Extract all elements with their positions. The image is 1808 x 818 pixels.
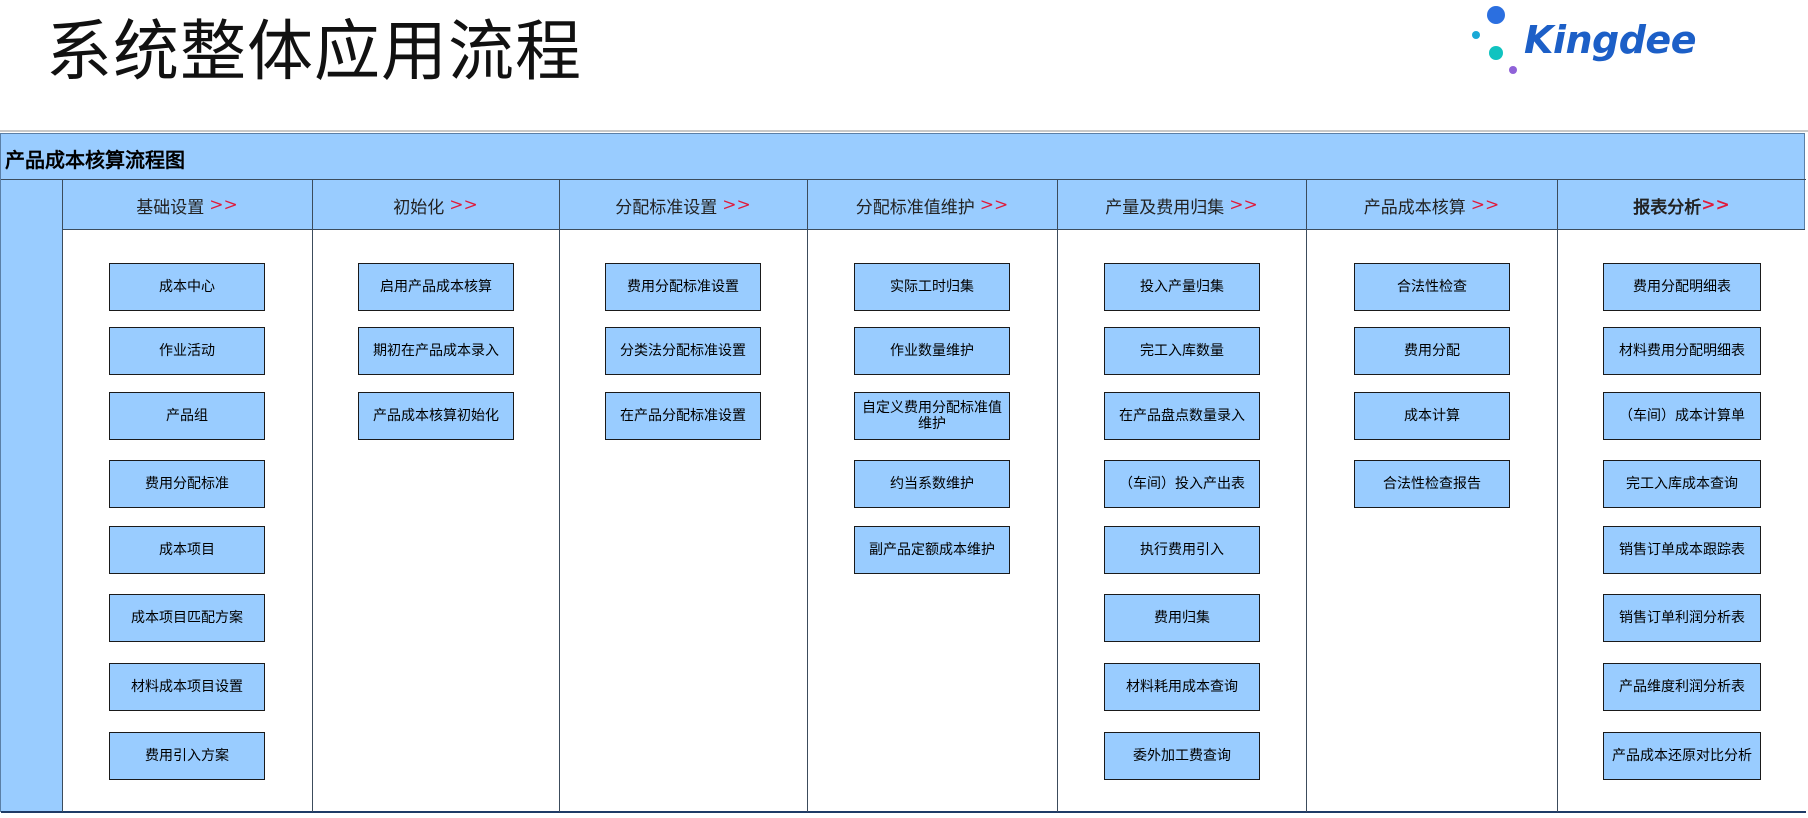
logo-dot-icon	[1487, 6, 1505, 24]
process-step-box: 费用归集	[1104, 594, 1260, 642]
process-step-box: 销售订单利润分析表	[1603, 594, 1761, 642]
process-step-box: 产品组	[109, 392, 265, 440]
column-header: 初始化>>	[312, 180, 559, 230]
arrow-marker: >>	[1229, 195, 1258, 215]
process-step-box: 实际工时归集	[854, 263, 1010, 311]
column-header-label: 分配标准设置	[615, 197, 718, 218]
column-header-label: 基础设置	[136, 197, 205, 218]
arrow-marker: >>	[722, 195, 751, 215]
column-header-label: 产品成本核算	[1363, 197, 1466, 218]
process-step-box: 产品成本核算初始化	[358, 392, 514, 440]
process-step-box: 合法性检查报告	[1354, 460, 1510, 508]
process-step-box: 费用分配标准设置	[605, 263, 761, 311]
column-header-label: 初始化	[393, 197, 445, 218]
arrow-marker: >>	[1701, 195, 1730, 215]
arrow-marker: >>	[449, 195, 478, 215]
process-step-box: 作业数量维护	[854, 327, 1010, 375]
process-step-box: 期初在产品成本录入	[358, 327, 514, 375]
logo-dot-icon	[1489, 46, 1503, 60]
process-step-box: 完工入库成本查询	[1603, 460, 1761, 508]
kingdee-logo: Kingdee	[1466, 4, 1696, 80]
column-divider	[312, 180, 313, 812]
column-divider	[1057, 180, 1058, 812]
process-step-box: 在产品盘点数量录入	[1104, 392, 1260, 440]
process-step-box: 材料耗用成本查询	[1104, 663, 1260, 711]
arrow-marker: >>	[209, 195, 238, 215]
process-step-box: 成本项目	[109, 526, 265, 574]
process-step-box: 销售订单成本跟踪表	[1603, 526, 1761, 574]
process-step-box: 分类法分配标准设置	[605, 327, 761, 375]
process-step-box: 执行费用引入	[1104, 526, 1260, 574]
flowchart: 产品成本核算流程图 基础设置>>成本中心作业活动产品组费用分配标准成本项目成本项…	[0, 133, 1806, 813]
flowchart-bottom-border	[1, 811, 1806, 813]
process-step-box: 材料费用分配明细表	[1603, 327, 1761, 375]
column-header: 分配标准设置>>	[559, 180, 807, 230]
process-step-box: 费用引入方案	[109, 732, 265, 780]
process-step-box: （车间）成本计算单	[1603, 392, 1761, 440]
flowchart-body	[62, 230, 1805, 812]
process-step-box: 合法性检查	[1354, 263, 1510, 311]
title-separator	[1, 179, 1806, 180]
column-divider	[1306, 180, 1307, 812]
column-header-label: 分配标准值维护	[855, 197, 975, 218]
process-step-box: 费用分配	[1354, 327, 1510, 375]
process-step-box: 投入产量归集	[1104, 263, 1260, 311]
process-step-box: 成本计算	[1354, 392, 1510, 440]
process-step-box: 费用分配标准	[109, 460, 265, 508]
column-header: 产品成本核算>>	[1306, 180, 1557, 230]
process-step-box: 材料成本项目设置	[109, 663, 265, 711]
process-step-box: 副产品定额成本维护	[854, 526, 1010, 574]
process-step-box: 自定义费用分配标准值维护	[854, 392, 1010, 440]
slide-title: 系统整体应用流程	[46, 13, 582, 90]
logo-dot-icon	[1472, 31, 1480, 39]
column-header: 产量及费用归集>>	[1057, 180, 1306, 230]
process-step-box: （车间）投入产出表	[1104, 460, 1260, 508]
process-step-box: 在产品分配标准设置	[605, 392, 761, 440]
process-step-box: 委外加工费查询	[1104, 732, 1260, 780]
arrow-marker: >>	[979, 195, 1009, 215]
column-header: 报表分析>>	[1557, 180, 1806, 230]
header-separator	[62, 229, 1805, 230]
column-header: 分配标准值维护>>	[807, 180, 1057, 230]
process-step-box: 作业活动	[109, 327, 265, 375]
process-step-box: 启用产品成本核算	[358, 263, 514, 311]
flowchart-title: 产品成本核算流程图	[5, 148, 185, 172]
column-header-label: 报表分析	[1633, 197, 1702, 218]
column-divider	[62, 180, 63, 812]
process-step-box: 成本项目匹配方案	[109, 594, 265, 642]
column-header: 基础设置>>	[62, 180, 312, 230]
process-step-box: 约当系数维护	[854, 460, 1010, 508]
process-step-box: 成本中心	[109, 263, 265, 311]
column-divider	[559, 180, 560, 812]
arrow-marker: >>	[1470, 195, 1500, 215]
process-step-box: 费用分配明细表	[1603, 263, 1761, 311]
logo-wordmark: Kingdee	[1524, 18, 1696, 62]
column-divider	[1557, 180, 1558, 812]
process-step-box: 产品维度利润分析表	[1603, 663, 1761, 711]
process-step-box: 产品成本还原对比分析	[1603, 732, 1761, 780]
logo-dot-icon	[1509, 66, 1517, 74]
title-divider	[0, 130, 1808, 132]
column-divider	[807, 180, 808, 812]
process-step-box: 完工入库数量	[1104, 327, 1260, 375]
column-header-label: 产量及费用归集	[1105, 197, 1225, 218]
